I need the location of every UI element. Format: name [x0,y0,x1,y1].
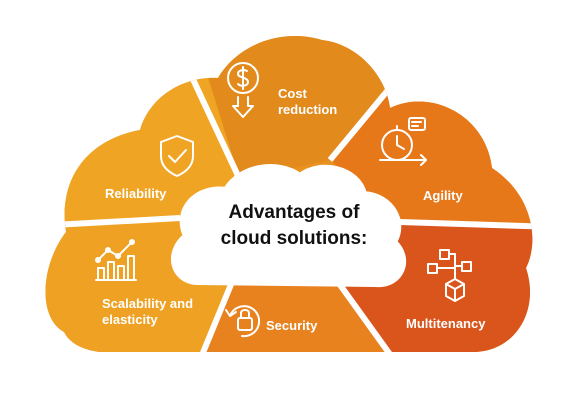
dollar-down-icon [227,62,259,118]
network-cube-icon [427,249,472,302]
shield-check-icon [160,135,194,177]
center-cloud [171,164,407,288]
segment-security [200,282,394,353]
label-cost-reduction: Cost reduction [278,86,338,117]
stopwatch-icon [379,117,427,166]
label-scalability: Scalability and elasticity [102,296,194,327]
diagram-title: Advantages of cloud solutions: [220,202,368,249]
label-multitenancy: Multitenancy [406,316,486,331]
label-security: Security [266,318,318,333]
bar-chart-growth-icon [95,239,137,281]
label-agility: Agility [423,188,463,203]
label-reliability: Reliability [105,186,167,201]
lock-refresh-icon [225,305,261,338]
